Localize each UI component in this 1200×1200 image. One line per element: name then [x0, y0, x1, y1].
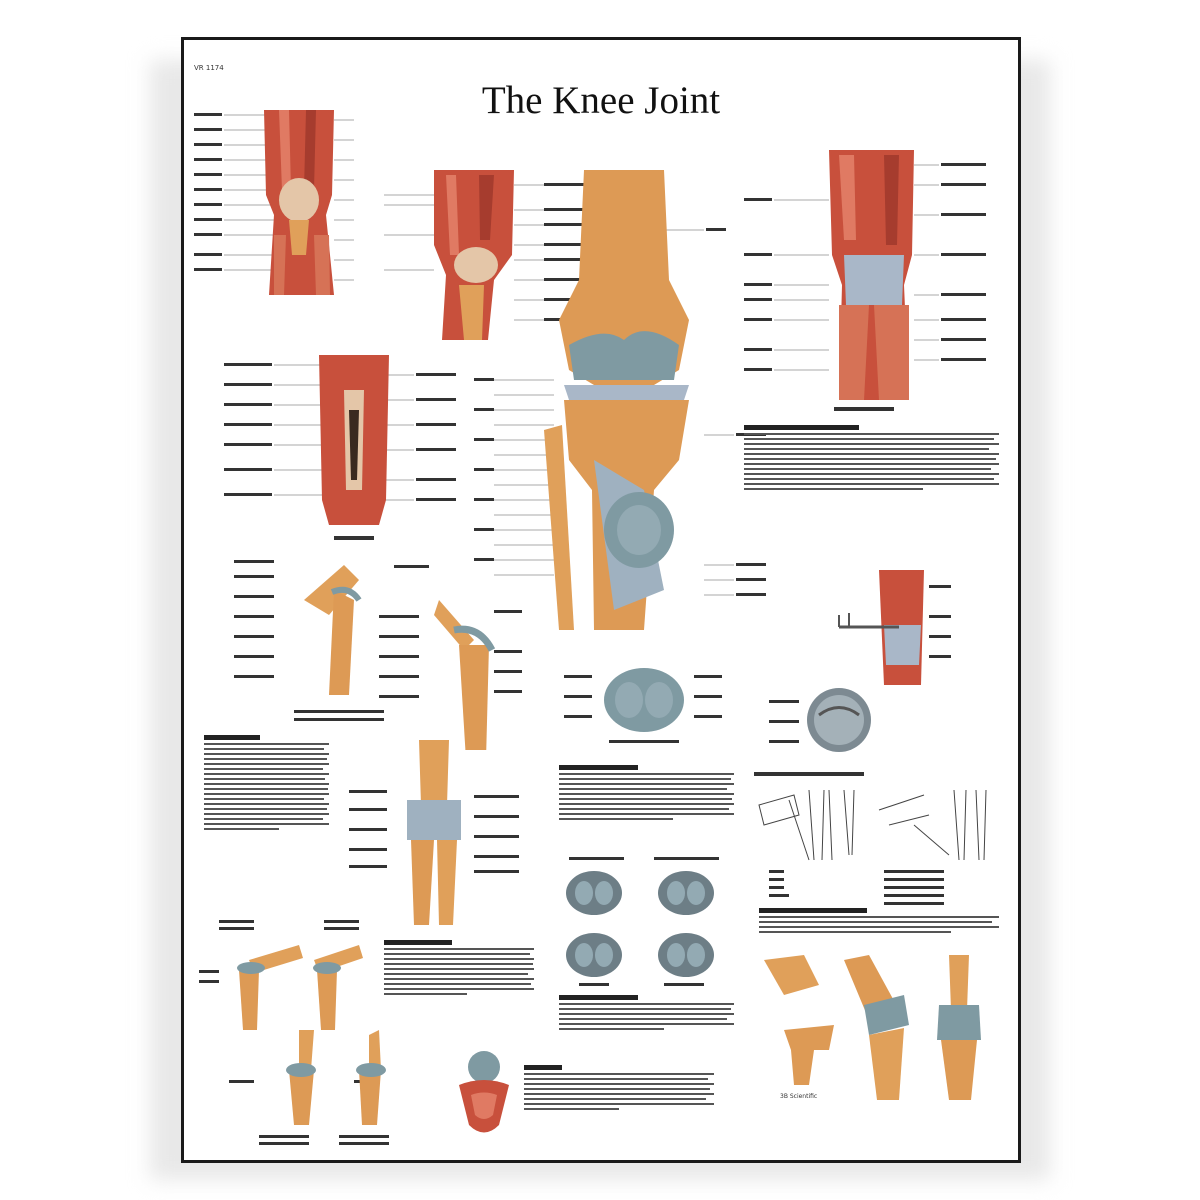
knee-prosthesis-figure	[764, 955, 981, 1100]
lateral-knee-flexion-figure	[234, 560, 522, 750]
text-block-right-lower	[759, 908, 999, 936]
text-block-bottom-patella	[524, 1065, 714, 1113]
popliteal-fossa-figure	[224, 355, 456, 540]
knee-bones-figure	[474, 170, 766, 630]
anterior-muscles-figure	[194, 110, 354, 295]
text-block-bottom-middle	[559, 995, 734, 1033]
text-block-left	[204, 735, 329, 833]
posterior-knee-figure	[744, 150, 986, 411]
text-block-middle	[559, 765, 734, 823]
menisci-variations-figure	[566, 857, 719, 986]
knee-ligaments-anterior-figure	[349, 740, 519, 925]
text-block-right-upper	[744, 425, 999, 493]
medial-muscles-figure	[384, 170, 584, 340]
knee-movement-figure	[199, 920, 389, 1145]
publisher-logo: 3B Scientific	[780, 1093, 818, 1100]
xray-sketches-figure	[754, 772, 987, 905]
patella-figure	[459, 1051, 509, 1133]
poster-title: The Knee Joint	[481, 79, 721, 122]
poster-sheet: VR 1174 The Knee Joint	[181, 37, 1021, 1163]
menisci-figure	[564, 668, 722, 743]
text-block-bottom-left	[384, 940, 534, 998]
poster-code: VR 1174	[194, 64, 224, 72]
arthroscopy-figure	[769, 570, 951, 752]
